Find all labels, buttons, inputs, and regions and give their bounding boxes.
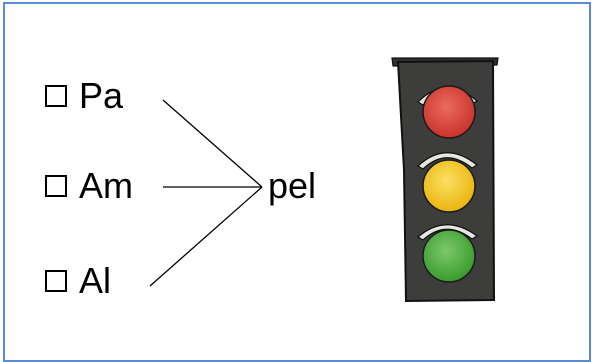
green-light	[422, 229, 476, 283]
red-light	[422, 85, 476, 139]
yellow-light	[422, 159, 476, 213]
traffic-light-icon	[391, 57, 499, 303]
connector-line-pa	[162, 99, 263, 188]
green-visor	[416, 224, 479, 241]
connector-line-al	[149, 186, 263, 287]
checkbox-al[interactable]	[45, 270, 67, 292]
checkbox-am[interactable]	[45, 175, 67, 197]
option-al-label: Al	[79, 260, 112, 301]
option-pa-label: Pa	[79, 75, 124, 116]
yellow-visor	[417, 152, 479, 170]
option-am-label: Am	[79, 165, 133, 206]
checkbox-pa[interactable]	[45, 85, 67, 107]
option-pa[interactable]: Pa	[45, 78, 123, 114]
option-al[interactable]: Al	[45, 263, 111, 299]
option-am[interactable]: Am	[45, 168, 133, 204]
word-ending: pel	[268, 165, 317, 206]
connector-lines	[149, 99, 263, 287]
